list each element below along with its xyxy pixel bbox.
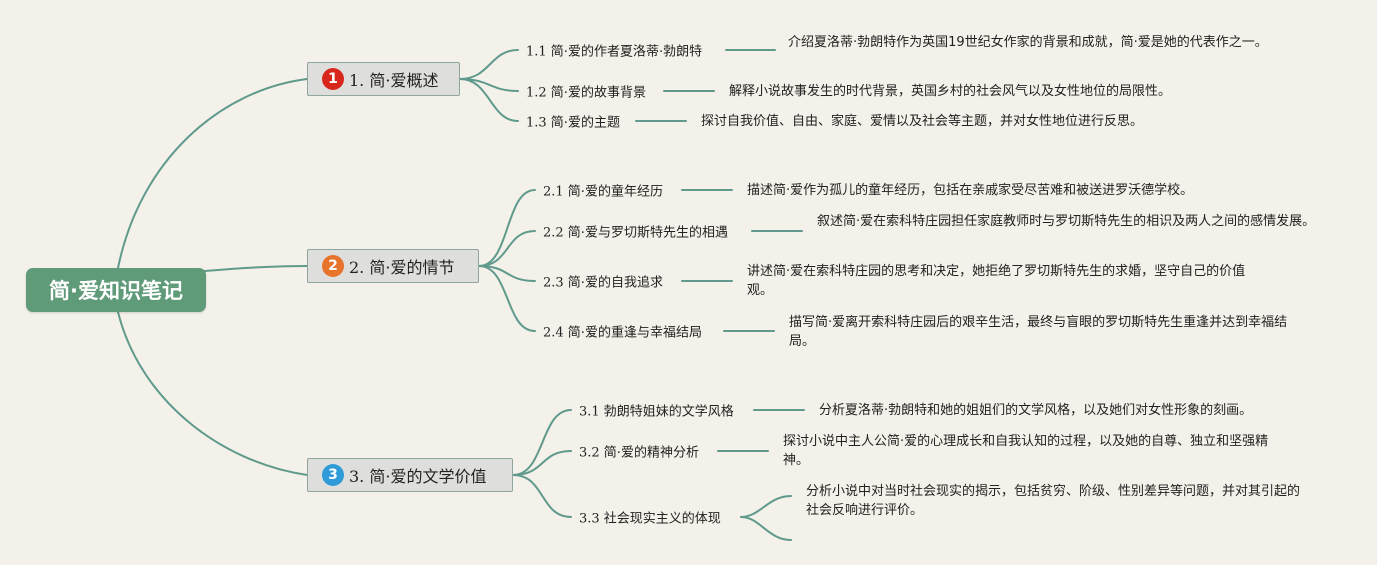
- connector-branch-subtopic-3-2: [512, 450, 572, 476]
- branch-3-topic[interactable]: 3 3. 简·爱的文学价值: [307, 458, 513, 492]
- subtopic-3-1[interactable]: 3.1 勃朗特姐妹的文学风格: [579, 404, 734, 420]
- connector-branch-subtopic-3-3: [512, 474, 572, 518]
- connector-branch-subtopic-1-1: [459, 49, 519, 80]
- connector-root-branch-3: [117, 311, 308, 476]
- subtopic-1-2[interactable]: 1.2 简·爱的故事背景: [526, 85, 646, 101]
- subtopic-3-2[interactable]: 3.2 简·爱的精神分析: [579, 445, 699, 461]
- connector-branch-subtopic-2-3: [478, 265, 536, 282]
- number-badge-3: 3: [322, 464, 344, 486]
- detail-1-2: 解释小说故事发生的时代背景，英国乡村的社会风气以及女性地位的局限性。: [729, 84, 1172, 99]
- branch-2-label: 2. 简·爱的情节: [349, 258, 455, 277]
- subtopic-2-4[interactable]: 2.4 简·爱的重逢与幸福结局: [543, 325, 702, 341]
- detail-1-3: 探讨自我价值、自由、家庭、爱情以及社会等主题，并对女性地位进行反思。: [701, 114, 1144, 129]
- number-badge-2: 2: [322, 255, 344, 277]
- detail-3-1: 分析夏洛蒂·勃朗特和她的姐姐们的文学风格，以及她们对女性形象的刻画。: [819, 403, 1253, 418]
- root-topic[interactable]: 简·爱知识笔记: [26, 268, 206, 312]
- detail-3-2: 探讨小说中主人公简·爱的心理成长和自我认知的过程，以及她的自尊、独立和坚强精神。: [783, 434, 1269, 468]
- connector-subtopic-detail-3-3a: [740, 495, 792, 518]
- connector-root-branch-2: [204, 265, 308, 272]
- subtopic-2-2[interactable]: 2.2 简·爱与罗切斯特先生的相遇: [543, 225, 728, 241]
- detail-2-1: 描述简·爱作为孤儿的童年经历，包括在亲戚家受尽苦难和被送进罗沃德学校。: [747, 183, 1194, 198]
- connector-branch-subtopic-2-2: [478, 230, 536, 267]
- branch-1-label: 1. 简·爱概述: [349, 71, 439, 90]
- detail-3-3: 分析小说中对当时社会现实的揭示，包括贫穷、阶级、性别差异等问题，并对其引起的社会…: [806, 484, 1301, 518]
- branch-1-topic[interactable]: 1 1. 简·爱概述: [307, 62, 460, 96]
- subtopic-1-3[interactable]: 1.3 简·爱的主题: [526, 115, 620, 131]
- connector-subtopic-detail-3-3b: [740, 516, 792, 541]
- subtopic-2-3[interactable]: 2.3 简·爱的自我追求: [543, 275, 663, 291]
- branch-3-label: 3. 简·爱的文学价值: [349, 467, 487, 486]
- connector-root-branch-1: [117, 78, 308, 269]
- detail-1-1: 介绍夏洛蒂·勃朗特作为英国19世纪女作家的背景和成就，简·爱是她的代表作之一。: [788, 35, 1268, 50]
- detail-2-2: 叙述简·爱在索科特庄园担任家庭教师时与罗切斯特先生的相识及两人之间的感情发展。: [817, 214, 1316, 229]
- connector-branch-subtopic-2-4: [478, 265, 536, 332]
- connector-branch-subtopic-1-3: [459, 78, 519, 122]
- branch-2-topic[interactable]: 2 2. 简·爱的情节: [307, 249, 479, 283]
- subtopic-1-1[interactable]: 1.1 简·爱的作者夏洛蒂·勃朗特: [526, 44, 703, 60]
- subtopic-2-1[interactable]: 2.1 简·爱的童年经历: [543, 184, 663, 200]
- connector-branch-subtopic-3-1: [512, 409, 572, 476]
- subtopic-3-3[interactable]: 3.3 社会现实主义的体现: [579, 511, 721, 527]
- connector-branch-subtopic-2-1: [478, 189, 536, 267]
- detail-2-4: 描写简·爱离开索科特庄园后的艰辛生活，最终与盲眼的罗切斯特先生重逢并达到幸福结局…: [789, 315, 1288, 349]
- number-badge-1: 1: [322, 68, 344, 90]
- detail-2-3: 讲述简·爱在索科特庄园的思考和决定，她拒绝了罗切斯特先生的求婚，坚守自己的价值观…: [747, 264, 1246, 298]
